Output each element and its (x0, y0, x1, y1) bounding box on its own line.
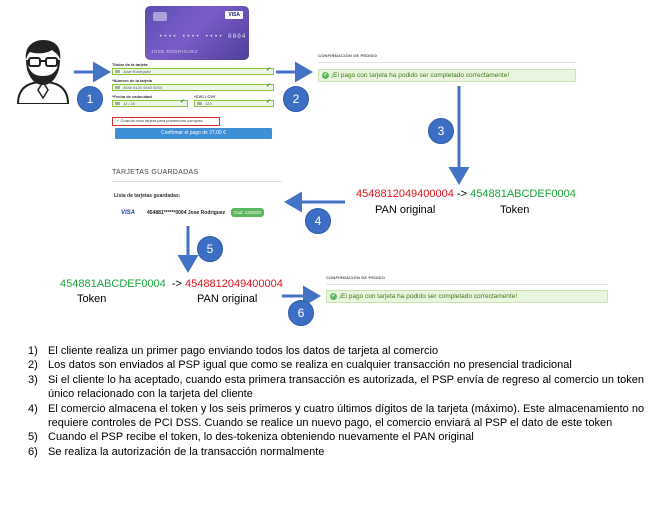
holder-value: José Rodríguez (123, 69, 152, 74)
save-card-label: Guardar esta tarjeta para posteriores co… (120, 118, 203, 123)
cvv-value: 123 (205, 101, 212, 106)
user-icon (115, 70, 120, 73)
cvv-label: *CVC / CVV (194, 94, 216, 99)
saved-cards-list-label: Lista de tarjetas guardadas: (114, 193, 181, 199)
step-1-marker: 1 (77, 86, 103, 112)
arrow-text: -> (171, 278, 182, 290)
expiry-value: 12 / 20 (123, 101, 136, 106)
expiry-field[interactable]: 12 / 20 ✔ (112, 99, 188, 107)
expiry-badge: Cad: 12/2020 (231, 208, 265, 217)
check-icon: ✔ (265, 67, 271, 73)
card-number: •••• •••• •••• 0004 (159, 33, 247, 40)
check-circle-icon: ✔ (330, 293, 337, 300)
success-message: ✔ ¡El pago con tarjeta ha podido ser com… (318, 69, 576, 82)
saved-card-item[interactable]: 454881******0004 Jose Rodriguez (147, 210, 226, 216)
token-value: 454881ABCDEF0004 (470, 188, 576, 200)
list-item: 4)El comercio almacena el token y los se… (28, 402, 645, 430)
list-item: 1)El cliente realiza un primer pago envi… (28, 345, 439, 357)
confirmation-title: CONFIRMACIÓN DE PEDIDO (318, 53, 378, 58)
success-text: ¡El pago con tarjeta ha podido ser compl… (331, 72, 510, 79)
token-value: 454881ABCDEF0004 (60, 278, 166, 290)
expiry-label: *Fecha de caducidad (112, 94, 152, 99)
pan-caption: PAN original (197, 293, 258, 305)
lock-icon (197, 102, 202, 105)
check-circle-icon: ✔ (322, 72, 329, 79)
step-2-marker: 2 (283, 86, 309, 112)
credit-card-image: VISA •••• •••• •••• 0004 JOSE RODRIGUEZ (145, 6, 249, 60)
divider (112, 181, 282, 182)
calendar-icon (115, 102, 120, 105)
payment-form: Titular de la tarjeta José Rodríguez ✔ *… (112, 62, 274, 110)
step-6-marker: 6 (288, 300, 314, 326)
step-5-marker: 5 (197, 236, 223, 262)
card-number-value: 4548 8120 4940 0004 (123, 85, 162, 90)
holder-field[interactable]: José Rodríguez ✔ (112, 67, 274, 75)
check-icon: ✔ (265, 83, 271, 89)
step-4-marker: 4 (305, 208, 331, 234)
pan-value: 4548812049400004 (185, 278, 283, 290)
card-chip-icon (153, 12, 167, 21)
success-message: ✔ ¡El pago con tarjeta ha podido ser com… (326, 290, 608, 303)
confirmation-title: CONFIRMACIÓN DE PEDIDO (326, 275, 386, 280)
token-caption: Token (500, 204, 530, 216)
pan-value: 4548812049400004 (356, 188, 454, 200)
list-item: 6)Se realiza la autorización de la trans… (28, 445, 325, 458)
card-number-field[interactable]: 4548 8120 4940 0004 ✔ (112, 83, 274, 91)
pan-caption: PAN original (375, 204, 436, 216)
card-holder: JOSE RODRIGUEZ (151, 49, 199, 54)
token-caption: Token (77, 293, 107, 305)
check-icon: ✔ (265, 99, 271, 105)
tokenization-pair-1: 4548812049400004 -> 454881ABCDEF0004 (356, 188, 576, 200)
steps-list: 1)El cliente realiza un primer pago envi… (28, 344, 648, 459)
list-item: 2)Los datos son enviados al PSP igual qu… (28, 359, 572, 372)
success-text: ¡El pago con tarjeta ha podido ser compl… (339, 293, 518, 300)
step-3-marker: 3 (428, 118, 454, 144)
order-confirmation-2: CONFIRMACIÓN DE PEDIDO ✔ ¡El pago con ta… (326, 275, 608, 303)
checkbox-icon: ✔ (116, 118, 120, 123)
order-confirmation-1: CONFIRMACIÓN DE PEDIDO ✔ ¡El pago con ta… (318, 53, 576, 82)
number-label: *Número de la tarjeta (112, 78, 153, 83)
visa-logo-icon: VISA (121, 210, 136, 216)
holder-label: Titular de la tarjeta (112, 62, 148, 67)
save-card-checkbox[interactable]: ✔ Guardar esta tarjeta para posteriores … (112, 117, 220, 126)
saved-cards-title: TARJETAS GUARDADAS (112, 169, 199, 176)
confirm-payment-button[interactable]: Confirmar el pago de 27,00 € (115, 128, 272, 139)
cvv-field[interactable]: 123 ✔ (194, 99, 274, 107)
check-icon: ✔ (179, 99, 185, 105)
list-item: 3)Si el cliente lo ha aceptado, cuando e… (28, 373, 644, 401)
customer-avatar-icon (12, 38, 74, 105)
list-item: 5)Cuando el PSP recibe el token, lo des-… (28, 431, 474, 444)
card-brand: VISA (225, 11, 243, 19)
detokenization-pair: 454881ABCDEF0004 -> 4548812049400004 (60, 278, 283, 290)
card-icon (115, 86, 120, 89)
arrow-text: -> (456, 188, 468, 200)
